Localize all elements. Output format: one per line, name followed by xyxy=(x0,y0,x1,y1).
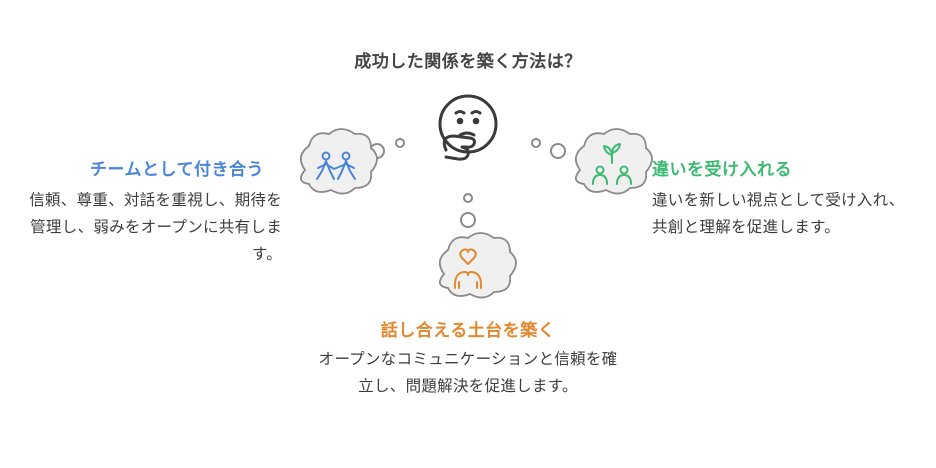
people-with-plant-icon xyxy=(592,143,632,185)
people-with-heart-icon xyxy=(453,248,483,289)
right-section-description: 違いを新しい視点として受け入れ、共創と理解を促進します。 xyxy=(652,191,905,236)
cloud-bottom xyxy=(438,232,517,299)
cloud-left xyxy=(299,128,378,195)
right-section-title: 違いを受け入れる xyxy=(652,160,792,180)
bottom-section-description: オープンなコミュニケーションと信頼を確立し、問題解決を促進します。 xyxy=(318,350,618,395)
bottom-section-title: 話し合える土台を築く xyxy=(380,321,556,341)
people-holding-hands-icon xyxy=(316,151,356,180)
left-section-description: 信頼、尊重、対話を重視し、期待を管理し、弱みをオープンに共有します。 xyxy=(29,191,282,263)
thought-bubbles-right xyxy=(531,138,566,159)
diagram-title: 成功した関係を築く方法は？ xyxy=(354,52,582,72)
thinking-face-icon xyxy=(438,94,498,161)
left-section-title: チームとして付き合う xyxy=(90,160,264,180)
cloud-right xyxy=(574,128,653,195)
thought-bubbles-bottom xyxy=(460,193,476,228)
